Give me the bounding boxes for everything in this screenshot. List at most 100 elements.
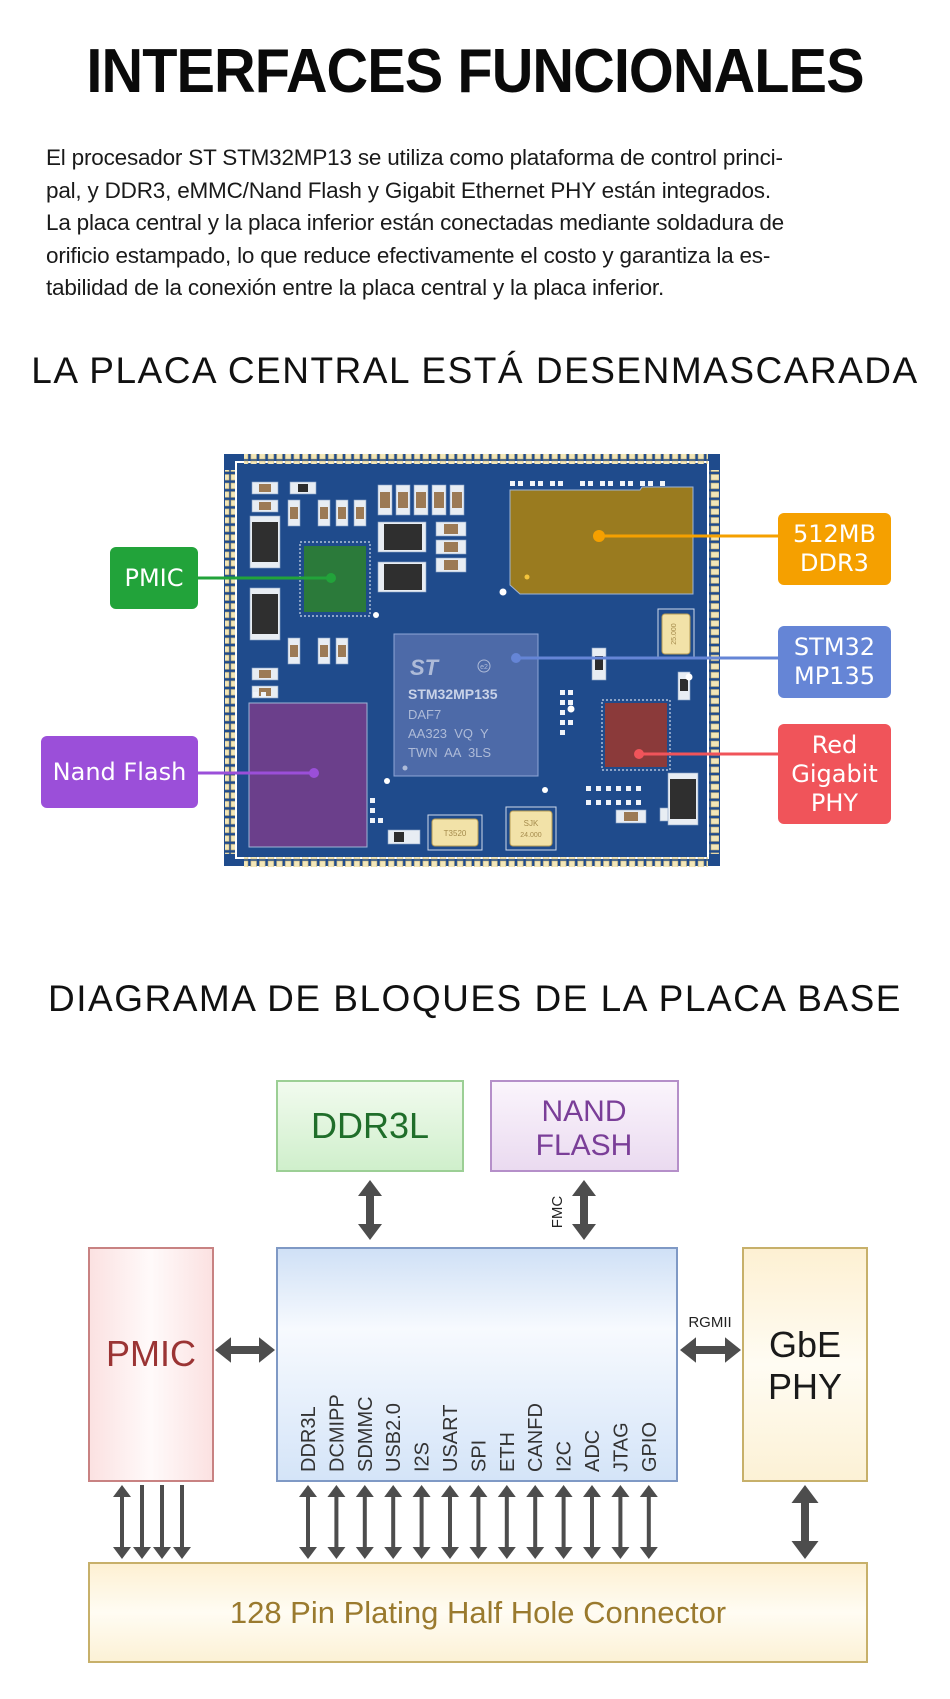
rgmii-bus-label: RGMII [688,1314,731,1331]
nand-flash-chip [248,702,368,848]
interface-label: DDR3L [298,1406,320,1472]
interface-label: GPIO [639,1422,661,1472]
intro-line: El procesador ST STM32MP13 se utiliza co… [46,145,783,170]
interface-arrow [412,1485,431,1559]
ddr3l-block [276,1080,464,1172]
pmic-connector-arrow [153,1485,171,1559]
chip-part-number: STM32MP135 [408,686,498,702]
interface-arrow [554,1485,573,1559]
stm32-chip: ST e2 STM32MP135 DAF7 AA323 VQ Y TWN AA … [393,633,539,777]
board-section-title: LA PLACA CENTRAL ESTÁ DESENMASCARADA [31,350,919,391]
interface-label: DCMIPP [326,1394,348,1472]
callout-ddr3: 512MB DDR3 [778,513,891,585]
mpu-block [276,1247,678,1482]
interface-label: ADC [582,1430,604,1472]
nand-label-line1: NAND [541,1095,626,1128]
fmc-bus-label: FMC [549,1196,566,1229]
callout-line: MP135 [794,662,875,690]
interface-arrow [327,1485,346,1559]
ddr3l-label: DDR3L [311,1105,429,1146]
interface-label: JTAG [610,1422,632,1472]
crystal-t3520: T3520 [427,814,483,851]
intro-paragraph: El procesador ST STM32MP13 se utiliza co… [46,142,916,305]
callout-line: STM32 [793,633,876,661]
gbe-phy-block [742,1247,868,1482]
crystal-25mhz: 25.000 [657,608,695,660]
edge-pads-right [709,470,719,854]
callout-line: PHY [810,788,859,817]
connector-block [88,1562,868,1663]
interface-label: USB2.0 [383,1403,405,1472]
callout-line: DDR3 [800,549,869,577]
gbe-label-line1: GbE [769,1324,841,1365]
st-logo: ST [410,655,440,680]
core-board-illustration: ST e2 STM32MP135 DAF7 AA323 VQ Y TWN AA … [198,454,780,867]
gbe-connector-arrow [791,1485,819,1559]
chip-marking-line: TWN AA 3LS [408,745,491,760]
nand-mpu-arrow [572,1180,596,1240]
e2-badge: e2 [480,664,488,671]
interface-arrow [355,1485,374,1559]
block-diagram: DDR3L NAND FLASH FMC DDR3L DCMIPP SDMMC USB… [88,1080,868,1663]
chip-marking-line: AA323 VQ Y [408,726,489,741]
gbe-label-line2: PHY [768,1366,842,1407]
phy-leader-dot [634,749,644,759]
callout-line: Red [811,730,858,759]
inductors [249,515,699,826]
edge-pads-top [244,454,708,464]
interface-label: CANFD [525,1403,547,1472]
callout-nand-flash: Nand Flash [41,736,198,808]
callout-leaders [198,530,780,778]
mpu-gbe-arrow [680,1337,741,1363]
crystal-label: 25.000 [671,623,678,645]
intro-line: La placa central y la placa inferior est… [46,210,784,235]
stm32-leader-dot [511,653,521,663]
interface-arrow [299,1485,317,1559]
main-title: INTERFACES FUNCIONALES [86,37,864,106]
pmic-connector-arrow [173,1485,191,1559]
callout-line: Gigabit [791,759,878,788]
edge-pads-left [225,470,235,854]
intro-line: pal, y DDR3, eMMC/Nand Flash y Gigabit E… [46,177,771,203]
callout-pmic: PMIC [110,547,198,609]
block-diagram-title: DIAGRAMA DE BLOQUES DE LA PLACA BASE [48,978,902,1019]
pmic-connector-arrow [133,1485,151,1559]
pmic-mpu-arrow [215,1337,275,1363]
small-pads [253,481,665,823]
callout-line: 512MB [793,520,876,548]
crystal-label: T3520 [444,829,467,838]
intro-line: tabilidad de la conexión entre la placa … [46,275,665,300]
pmic-block [88,1247,214,1482]
edge-pads-bottom [244,857,708,867]
nand-flash-block [490,1080,679,1172]
interface-arrow [441,1485,459,1559]
chip-marking-line: DAF7 [408,707,441,722]
phy-chip [601,699,671,771]
connector-label: 128 Pin Plating Half Hole Connector [230,1595,726,1630]
interface-arrow [526,1485,545,1559]
interface-label: ETH [497,1432,519,1472]
crystal-label: 24.000 [520,832,542,839]
interface-arrow [384,1485,403,1559]
pmic-label: PMIC [106,1333,196,1374]
nand-label-line2: FLASH [536,1129,633,1162]
crystal-label: SJK [524,819,539,828]
crystal-24mhz: SJK 24.000 [505,806,557,851]
interface-label: I2S [412,1442,434,1472]
callout-phy: Red Gigabit PHY [778,724,891,824]
nand-leader-dot [309,768,319,778]
callout-stm32: STM32 MP135 [778,626,891,698]
intro-line: orificio estampado, lo que reduce efecti… [46,242,771,268]
interface-label: SPI [468,1440,490,1472]
pmic-leader-dot [326,573,336,583]
interface-arrow [639,1485,658,1559]
pmic-connector-arrow [113,1485,131,1559]
ddr3l-mpu-arrow [358,1180,382,1240]
interface-arrow [611,1485,630,1559]
interface-label: USART [440,1405,462,1472]
ddr3-leader-dot [593,530,605,542]
interface-arrow [469,1485,488,1559]
interface-label: SDMMC [355,1396,377,1472]
interface-arrow [497,1485,516,1559]
interface-label: I2C [554,1441,576,1472]
